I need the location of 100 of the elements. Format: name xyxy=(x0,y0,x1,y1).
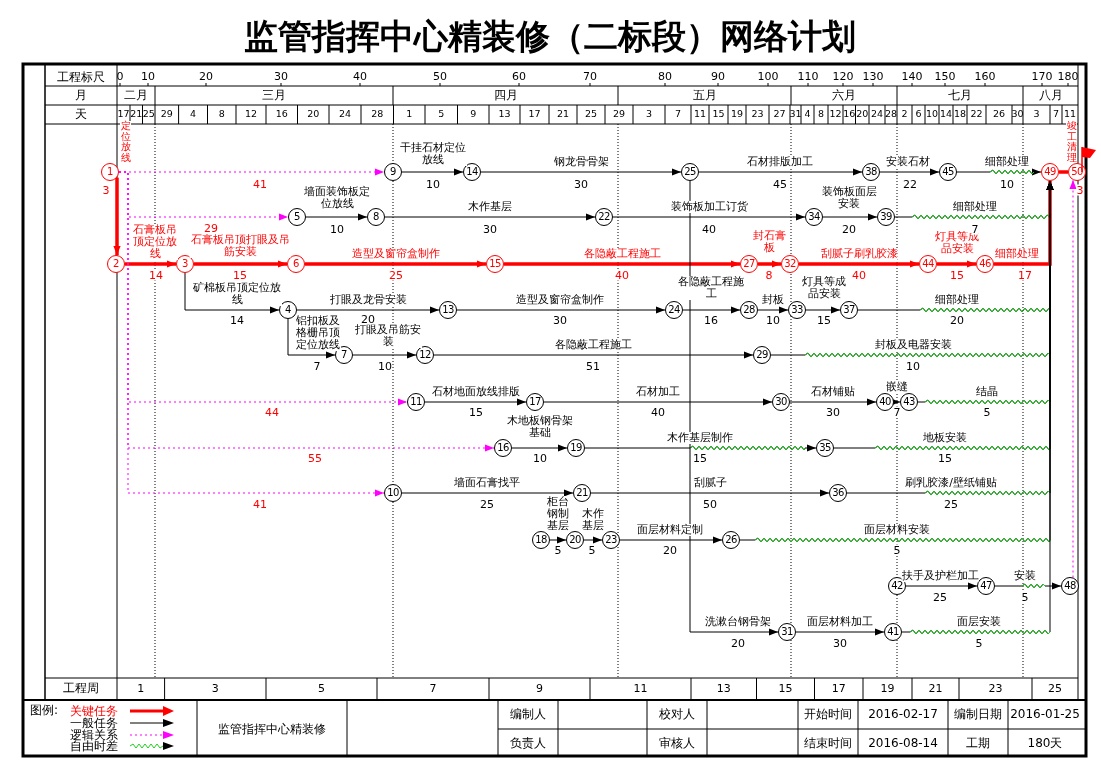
month-name: 七月 xyxy=(948,89,972,101)
month-name: 二月 xyxy=(124,89,148,101)
scale-number: 60 xyxy=(512,70,526,82)
arrow xyxy=(194,260,287,268)
arrow xyxy=(480,168,682,176)
scale-number: 140 xyxy=(901,70,923,82)
field-value: 2016-08-14 xyxy=(868,737,938,749)
duration-label: 22 xyxy=(903,178,917,190)
event-circle: 11 xyxy=(407,393,425,411)
arrow xyxy=(612,213,806,221)
row-heading: 工程标尺 xyxy=(57,71,105,83)
arrow xyxy=(184,272,280,314)
event-circle: 46 xyxy=(976,255,994,273)
duration-label: 10 xyxy=(330,223,344,235)
field-label: 结束时间 xyxy=(804,737,852,749)
event-circle: 41 xyxy=(884,623,902,641)
day-number: 18 xyxy=(953,109,967,119)
field-label: 编制日期 xyxy=(954,708,1002,720)
duration-label: 5 xyxy=(1021,591,1029,603)
event-circle: 22 xyxy=(595,208,613,226)
duration-label: 50 xyxy=(703,498,717,510)
edge-label: 面层安装 xyxy=(957,616,1001,628)
duration-label: 25 xyxy=(480,498,494,510)
edge-label: 造型及窗帘盒制作 xyxy=(352,248,440,260)
arrow xyxy=(682,306,741,314)
edge-label: 木作基层 xyxy=(468,201,512,213)
day-number: 1 xyxy=(406,109,413,119)
scale-number: 20 xyxy=(199,70,213,82)
edge-label: 打眼及龙骨安装 xyxy=(329,294,407,306)
duration-label: 15 xyxy=(938,452,952,464)
scale-number: 70 xyxy=(583,70,597,82)
arrow xyxy=(590,489,830,497)
week-number: 9 xyxy=(536,682,543,694)
arrow xyxy=(758,260,781,268)
day-number: 30 xyxy=(1011,109,1024,119)
edge-label: 定位放线 xyxy=(120,121,131,163)
arrow xyxy=(352,351,417,359)
event-circle: 32 xyxy=(781,255,799,273)
week-number: 17 xyxy=(831,682,846,694)
duration-label: 14 xyxy=(149,269,163,281)
edge-label: 细部处理 xyxy=(995,248,1039,260)
month-name: 五月 xyxy=(692,89,717,101)
week-number: 23 xyxy=(988,682,1003,694)
arrow xyxy=(879,168,940,176)
duration-label: 10 xyxy=(906,360,920,372)
event-circle: 43 xyxy=(900,393,918,411)
edge-label: 封板 xyxy=(762,294,784,306)
arrow xyxy=(583,536,603,544)
day-number: 24 xyxy=(870,109,884,119)
day-number: 23 xyxy=(751,109,764,119)
duration-label: 25 xyxy=(944,498,958,510)
field-value: 180天 xyxy=(1027,737,1063,749)
event-circle: 29 xyxy=(753,346,771,364)
edge-label: 柜台钢制基层 xyxy=(546,496,570,532)
duration-label: 5 xyxy=(588,544,596,556)
duration-label: 15 xyxy=(233,269,247,281)
duration-label: 20 xyxy=(663,544,677,556)
duration-label: 16 xyxy=(704,314,718,326)
event-circle: 1 xyxy=(101,163,119,181)
day-number: 20 xyxy=(856,109,869,119)
day-number: 12 xyxy=(244,109,258,119)
event-circle: 21 xyxy=(573,484,591,502)
field-value: 2016-01-25 xyxy=(1010,708,1080,720)
week-number: 5 xyxy=(318,682,325,694)
edge-label: 嵌缝 xyxy=(886,381,908,393)
duration-label: 25 xyxy=(389,269,403,281)
duration-label: 5 xyxy=(983,406,991,418)
duration-label: 20 xyxy=(950,314,964,326)
event-circle: 28 xyxy=(740,301,758,319)
scale-number: 0 xyxy=(116,70,124,82)
duration-label: 45 xyxy=(773,178,787,190)
edge-label: 面层材料定制 xyxy=(637,524,703,536)
day-number: 8 xyxy=(818,109,824,119)
event-circle: 9 xyxy=(384,163,402,181)
edge-label: 结晶 xyxy=(976,386,998,398)
edge-label: 木作基层制作 xyxy=(667,432,733,444)
day-number: 12 xyxy=(829,109,842,119)
arrow xyxy=(698,168,863,176)
event-circle: 35 xyxy=(816,439,834,457)
duration-label: 17 xyxy=(1018,269,1032,281)
edge-label: 造型及窗帘盒制作 xyxy=(516,294,604,306)
event-circle: 15 xyxy=(486,255,504,273)
duration-label: 10 xyxy=(378,360,392,372)
duration-label: 25 xyxy=(933,591,947,603)
day-number: 8 xyxy=(218,109,225,119)
title: 监管指挥中心精装修（二标段）网络计划 xyxy=(244,16,856,56)
scale-number: 30 xyxy=(274,70,288,82)
day-number: 3 xyxy=(646,109,652,119)
edge-label: 刮腻子刷乳胶漆 xyxy=(820,248,898,260)
arrow xyxy=(994,181,1054,266)
arrow xyxy=(689,180,779,636)
edge-label: 墙面石膏找平 xyxy=(454,477,520,489)
day-number: 10 xyxy=(925,109,939,119)
edge-label: 竣工清理 xyxy=(1066,121,1077,163)
day-number: 6 xyxy=(915,109,922,119)
edge-label: 洗漱台钢骨架 xyxy=(705,616,771,628)
day-number: 11 xyxy=(1063,109,1077,119)
edge-label: 装饰板加工订货 xyxy=(670,201,748,213)
event-circle: 5 xyxy=(288,208,306,226)
day-number: 19 xyxy=(730,109,744,119)
